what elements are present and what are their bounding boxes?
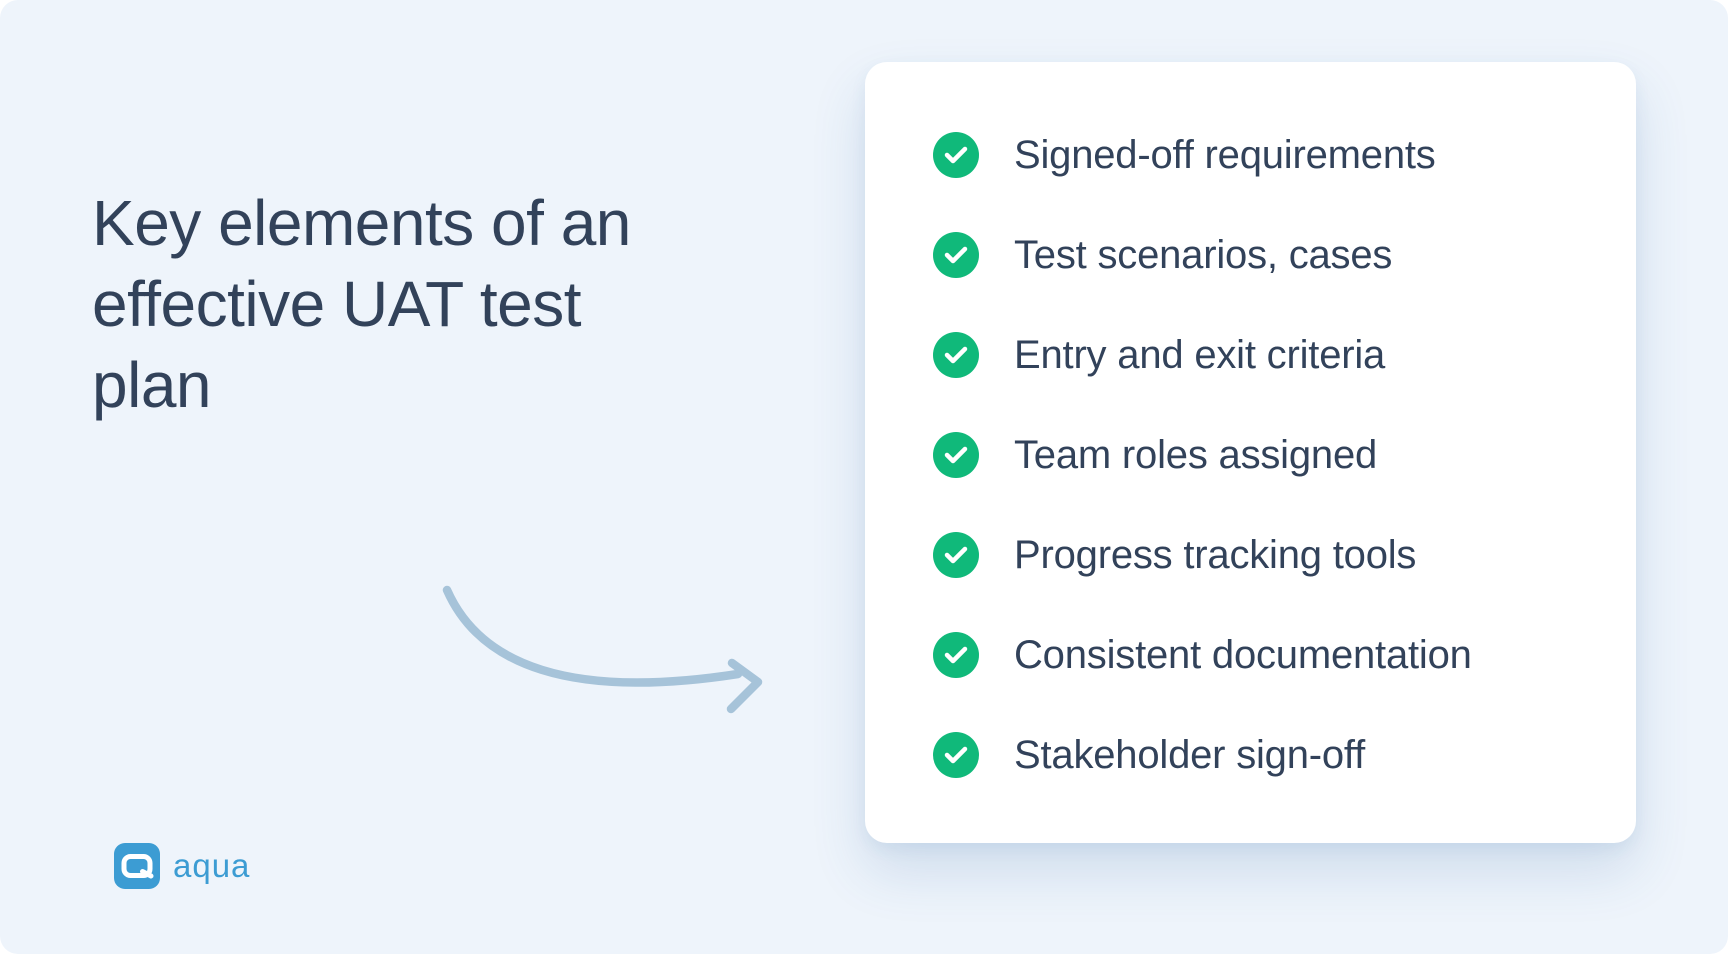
checklist-item: Test scenarios, cases: [933, 232, 1596, 278]
checklist-item: Progress tracking tools: [933, 532, 1596, 578]
check-icon: [933, 532, 979, 578]
checklist-item-label: Entry and exit criteria: [1014, 332, 1386, 377]
brand-name: aqua: [173, 847, 251, 884]
page-title-line: Key elements of an: [92, 187, 631, 259]
checklist-item: Signed-off requirements: [933, 132, 1596, 178]
checklist-item: Consistent documentation: [933, 632, 1596, 678]
checklist-item-label: Test scenarios, cases: [1014, 232, 1393, 277]
check-icon: [933, 432, 979, 478]
check-icon: [933, 132, 979, 178]
page-title-line: effective UAT test: [92, 268, 582, 340]
checklist-item-label: Progress tracking tools: [1014, 532, 1417, 577]
checklist-item-label: Signed-off requirements: [1014, 132, 1436, 177]
aqua-logo-icon: [114, 843, 160, 889]
checklist-item: Team roles assigned: [933, 432, 1596, 478]
checklist-item-label: Stakeholder sign-off: [1014, 732, 1366, 777]
page-title-line: plan: [92, 349, 212, 421]
checklist-item-label: Team roles assigned: [1014, 432, 1378, 477]
check-icon: [933, 332, 979, 378]
checklist-item: Entry and exit criteria: [933, 332, 1596, 378]
brand-logo: aqua: [114, 843, 250, 889]
checklist-item-label: Consistent documentation: [1014, 632, 1472, 677]
curved-arrow-icon: [430, 560, 810, 750]
check-icon: [933, 732, 979, 778]
page-title: Key elements of an effective UAT test pl…: [92, 183, 792, 426]
checklist-card: Signed-off requirements Test scenarios, …: [865, 62, 1636, 843]
checklist: Signed-off requirements Test scenarios, …: [865, 62, 1636, 843]
check-icon: [933, 632, 979, 678]
check-icon: [933, 232, 979, 278]
checklist-item: Stakeholder sign-off: [933, 732, 1596, 778]
